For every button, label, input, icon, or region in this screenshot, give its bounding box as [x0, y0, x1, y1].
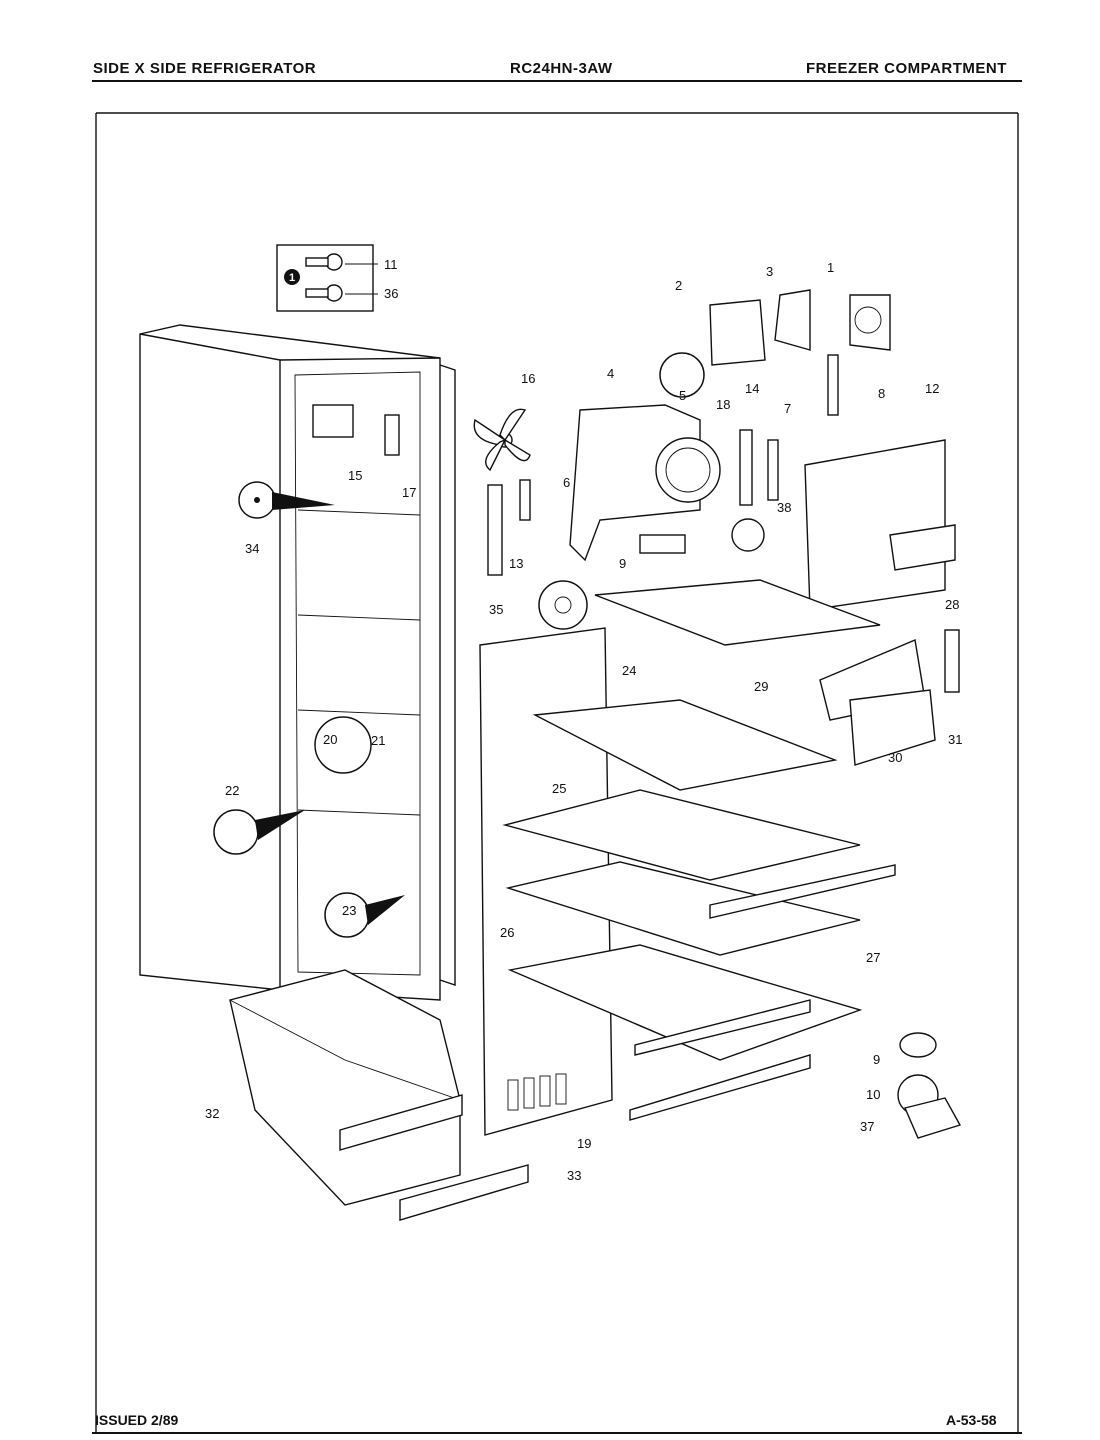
- part-label-35: 35: [489, 602, 504, 617]
- frame-lines: [95, 112, 1019, 1432]
- trim-27a: [709, 864, 896, 919]
- cabinet-shell: [139, 324, 456, 1001]
- part-label-10: 10: [866, 1087, 881, 1102]
- control-knob-icon-11: [305, 253, 343, 271]
- clip-37: [904, 1097, 962, 1139]
- glass-shelf-26c: [507, 944, 863, 1061]
- part-label-31: 31: [948, 732, 963, 747]
- control-knob-icon-36: [305, 284, 343, 302]
- callout-20-21: [314, 716, 372, 774]
- panel-30: [849, 689, 936, 766]
- glass-shelf-26a: [502, 789, 861, 881]
- spacer-8: [827, 354, 839, 416]
- vent-slots: [507, 1073, 567, 1111]
- light-housing-1: [849, 294, 891, 351]
- part-label-27: 27: [866, 950, 881, 965]
- footer-issued: ISSUED 2/89: [95, 1412, 179, 1428]
- wire-shelf-25: [532, 699, 838, 791]
- part-label-13: 13: [509, 556, 524, 571]
- part-label-29: 29: [754, 679, 769, 694]
- part-label-36: 36: [384, 286, 399, 301]
- ice-bin-32: [229, 969, 461, 1206]
- trim-33: [399, 1164, 529, 1221]
- spacer-7: [767, 439, 779, 501]
- part-label-4: 4: [607, 366, 615, 381]
- part-label-14: 14: [745, 381, 760, 396]
- part-label-22: 22: [225, 783, 240, 798]
- part-label-11: 11: [384, 257, 398, 272]
- bulb-38: [731, 518, 765, 552]
- part-label-17: 17: [402, 485, 417, 500]
- footer-rule: [92, 1432, 1022, 1434]
- light-cover-12: [804, 439, 946, 611]
- trim-27b: [634, 999, 811, 1056]
- bracket-3: [774, 289, 811, 351]
- callout-35: [538, 580, 588, 630]
- header-left-title: SIDE X SIDE REFRIGERATOR: [93, 60, 317, 77]
- wire-shelf-24: [594, 579, 881, 646]
- rail-13: [487, 484, 503, 576]
- bracket-2: [709, 299, 766, 366]
- switch-17: [384, 414, 400, 456]
- inset-box: [276, 244, 374, 312]
- header-right-title: FREEZER COMPARTMENT: [806, 60, 1007, 77]
- footer-page-code: A-53-58: [946, 1412, 997, 1428]
- part-label-6: 6: [563, 475, 571, 490]
- part-label-3: 3: [766, 264, 774, 279]
- part-label-33: 33: [567, 1168, 582, 1183]
- part-label-15: 15: [348, 468, 363, 483]
- part-label-16: 16: [521, 371, 536, 386]
- glass-shelf-26b: [505, 861, 861, 956]
- part-label-18: 18: [716, 397, 731, 412]
- part-label-23: 23: [342, 903, 357, 918]
- thermostat-15: [312, 404, 354, 438]
- part-label-24: 24: [622, 663, 637, 678]
- spacer-6: [519, 479, 531, 521]
- part-label-1: 1: [827, 260, 835, 275]
- bulb-9b: [899, 1032, 937, 1058]
- part-label-7: 7: [784, 401, 792, 416]
- callout-22: [213, 809, 259, 855]
- part-label-19: 19: [577, 1136, 592, 1151]
- bin-front-32: [339, 1094, 463, 1151]
- fan-blade-16: [473, 408, 531, 472]
- fan-motor-18: [655, 437, 721, 503]
- part-label-8: 8: [878, 386, 886, 401]
- part-label-2: 2: [675, 278, 683, 293]
- rail-14: [739, 429, 753, 506]
- part-label-9b: 9: [873, 1052, 881, 1067]
- socket-9: [639, 534, 686, 554]
- bracket-31: [944, 629, 960, 693]
- header-rule: [92, 80, 1022, 82]
- part-label-38: 38: [777, 500, 792, 515]
- inset-marker-circle: [284, 269, 300, 285]
- trim-27c: [629, 1054, 811, 1121]
- part-label-21: 21: [371, 733, 386, 748]
- part-label-25: 25: [552, 781, 567, 796]
- part-label-20: 20: [323, 732, 338, 747]
- header-model-number: RC24HN-3AW: [510, 60, 613, 77]
- part-label-32: 32: [205, 1106, 220, 1121]
- part-label-30: 30: [888, 750, 903, 765]
- part-label-26: 26: [500, 925, 515, 940]
- part-label-9: 9: [619, 556, 627, 571]
- part-label-28: 28: [945, 597, 960, 612]
- callout-5: [659, 352, 705, 398]
- inset-marker-text: 1: [289, 272, 295, 284]
- lens-28: [889, 524, 956, 571]
- fan-bracket-4: [569, 404, 701, 562]
- part-label-37: 37: [860, 1119, 875, 1134]
- part-label-12: 12: [925, 381, 940, 396]
- part-label-34: 34: [245, 541, 260, 556]
- part-label-5: 5: [679, 388, 687, 403]
